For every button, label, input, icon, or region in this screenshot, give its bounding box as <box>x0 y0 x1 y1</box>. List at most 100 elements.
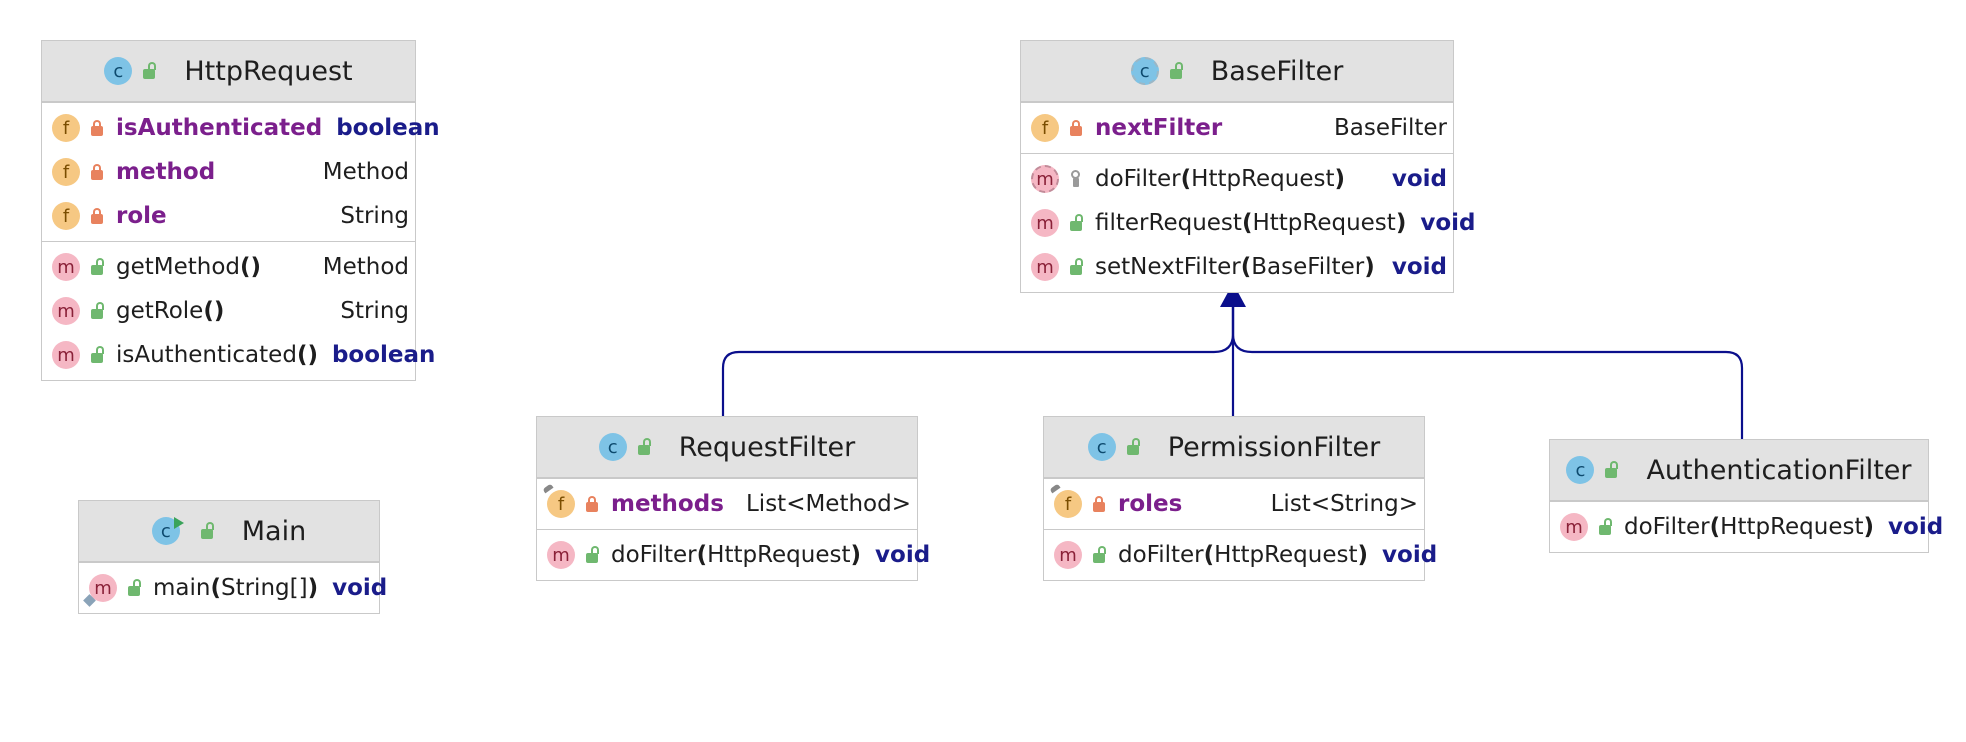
field-row[interactable]: f methods List<Method> <box>537 482 917 526</box>
private-lock-icon <box>1069 120 1083 136</box>
class-base-filter[interactable]: c BaseFilter f nextFilter BaseFilter m d… <box>1020 40 1475 293</box>
field-row[interactable]: f method Method <box>42 150 415 194</box>
method-icon: m <box>1031 209 1059 237</box>
field-row[interactable]: f nextFilter BaseFilter <box>1021 106 1453 150</box>
method-signature: setNextFilter(BaseFilter) <box>1095 254 1375 280</box>
class-header: c HttpRequest <box>42 41 415 102</box>
field-type: List<String> <box>1270 491 1418 517</box>
field-name: roles <box>1118 491 1183 517</box>
method-icon: m <box>547 541 575 569</box>
method-row[interactable]: m main(String[]) void <box>79 566 387 610</box>
method-return-type: void <box>1888 514 1944 540</box>
class-name: BaseFilter <box>1210 55 1344 87</box>
methods-section: m doFilter(HttpRequest) void <box>1044 529 1437 580</box>
method-row[interactable]: m isAuthenticated() boolean <box>42 333 435 377</box>
class-http-request[interactable]: c HttpRequest f isAuthenticated boolean … <box>41 40 440 381</box>
class-main[interactable]: c Main m main(String[]) void <box>78 500 387 614</box>
class-authentication-filter[interactable]: c AuthenticationFilter m doFilter(HttpRe… <box>1549 439 1943 553</box>
public-lock-icon <box>1604 461 1619 478</box>
class-header: c BaseFilter <box>1021 41 1453 102</box>
method-signature: doFilter(HttpRequest) <box>1095 166 1346 192</box>
protected-key-icon <box>1069 170 1083 187</box>
method-name: filterRequest <box>1095 210 1242 236</box>
method-name: getMethod <box>116 254 241 280</box>
private-lock-icon <box>585 496 599 512</box>
class-header: c RequestFilter <box>537 417 917 478</box>
run-badge-icon <box>173 517 184 529</box>
method-icon: m <box>52 253 80 281</box>
method-row[interactable]: m filterRequest(HttpRequest) void <box>1021 201 1475 245</box>
method-params: HttpRequest <box>707 542 851 568</box>
final-badge-icon <box>542 483 554 494</box>
public-lock-icon <box>1069 214 1083 231</box>
class-header: c Main <box>79 501 379 562</box>
method-row[interactable]: m doFilter(HttpRequest) void <box>1550 505 1943 549</box>
class-permission-filter[interactable]: c PermissionFilter f roles List<String> … <box>1043 416 1437 581</box>
class-icon: c <box>598 433 627 461</box>
class-icon: c <box>104 57 133 85</box>
method-return-type: void <box>875 542 931 568</box>
method-row[interactable]: m setNextFilter(BaseFilter) void <box>1021 245 1453 289</box>
field-name: nextFilter <box>1095 115 1223 141</box>
field-type: BaseFilter <box>1334 115 1447 141</box>
class-name: Main <box>241 515 307 547</box>
method-name: doFilter <box>1095 166 1181 192</box>
method-params: HttpRequest <box>1191 166 1335 192</box>
class-name: RequestFilter <box>678 431 856 463</box>
public-lock-icon <box>585 546 599 563</box>
method-row[interactable]: m getRole() String <box>42 289 415 333</box>
method-name: main <box>153 575 211 601</box>
method-name: doFilter <box>611 542 697 568</box>
method-name: doFilter <box>1624 514 1710 540</box>
public-lock-icon <box>90 258 104 275</box>
class-request-filter[interactable]: c RequestFilter f methods List<Method> m… <box>536 416 930 581</box>
public-lock-icon <box>200 522 214 539</box>
methods-section: m main(String[]) void <box>79 562 387 613</box>
class-name: AuthenticationFilter <box>1646 454 1912 486</box>
field-name: methods <box>611 491 724 517</box>
method-return-type: void <box>332 575 388 601</box>
field-row[interactable]: f roles List<String> <box>1044 482 1424 526</box>
field-type: boolean <box>336 115 440 141</box>
abstract-method-icon: m <box>1031 165 1059 193</box>
field-type: Method <box>322 159 409 185</box>
method-row[interactable]: m doFilter(HttpRequest) void <box>537 533 930 577</box>
method-return-type: void <box>1391 254 1447 280</box>
field-icon: f <box>52 158 80 186</box>
method-icon: m <box>1031 253 1059 281</box>
method-signature: getRole() <box>116 298 225 324</box>
method-signature: doFilter(HttpRequest) <box>611 542 862 568</box>
private-lock-icon <box>90 120 104 136</box>
class-name: HttpRequest <box>184 55 353 87</box>
method-params: BaseFilter <box>1251 254 1365 280</box>
public-lock-icon <box>1126 438 1140 455</box>
method-row[interactable]: m doFilter(HttpRequest) void <box>1044 533 1437 577</box>
public-lock-icon <box>1069 258 1083 275</box>
fields-section: f isAuthenticated boolean f method Metho… <box>42 102 440 241</box>
method-row[interactable]: m getMethod() Method <box>42 245 415 289</box>
method-return-type: void <box>1420 210 1476 236</box>
public-lock-icon <box>90 302 104 319</box>
method-signature: getMethod() <box>116 254 262 280</box>
method-params: HttpRequest <box>1252 210 1396 236</box>
methods-section: m getMethod() Method m getRole() String … <box>42 241 435 380</box>
method-name: doFilter <box>1118 542 1204 568</box>
method-return-type: void <box>1391 166 1447 192</box>
method-signature: main(String[]) <box>153 575 319 601</box>
method-params: HttpRequest <box>1720 514 1864 540</box>
method-signature: isAuthenticated() <box>116 342 318 368</box>
method-row[interactable]: m doFilter(HttpRequest) void <box>1021 157 1453 201</box>
class-header: c PermissionFilter <box>1044 417 1424 478</box>
final-field-icon: f <box>542 483 575 518</box>
field-row[interactable]: f role String <box>42 194 415 238</box>
final-field-icon: f <box>1049 483 1082 518</box>
methods-section: m doFilter(HttpRequest) void <box>537 529 930 580</box>
public-lock-icon <box>142 62 157 79</box>
method-signature: filterRequest(HttpRequest) <box>1095 210 1407 236</box>
field-row[interactable]: f isAuthenticated boolean <box>42 106 440 150</box>
private-lock-icon <box>90 208 104 224</box>
arrow-authentication-filter-to-base-filter <box>1231 306 1744 439</box>
methods-section: m doFilter(HttpRequest) void m filterReq… <box>1021 153 1475 292</box>
public-lock-icon <box>127 579 141 596</box>
